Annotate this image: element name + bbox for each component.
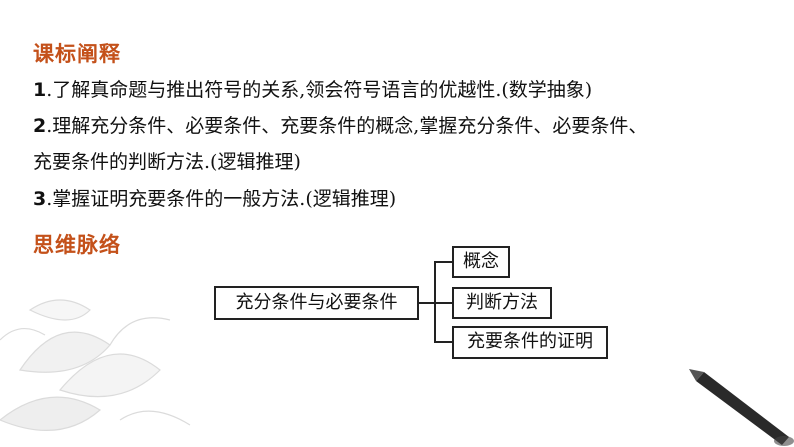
connector-branch-2 — [434, 302, 452, 304]
objective-text: .掌握证明充要条件的一般方法.(逻辑推理) — [46, 188, 397, 210]
section-title-standards: 课标阐释 — [33, 42, 121, 66]
mindmap-node-concept: 概念 — [452, 246, 510, 278]
objective-number: 2 — [33, 115, 47, 137]
objective-text: .理解充分条件、必要条件、充要条件的概念,掌握充分条件、必要条件、 — [46, 115, 648, 137]
connector-root — [419, 302, 435, 304]
mindmap-node-judgment-method: 判断方法 — [452, 287, 552, 319]
mindmap-node-proof: 充要条件的证明 — [452, 326, 608, 359]
objective-3: 3.掌握证明充要条件的一般方法.(逻辑推理) — [33, 181, 783, 217]
objective-2-continued: 充要条件的判断方法.(逻辑推理) — [33, 144, 783, 180]
objective-number: 3 — [33, 188, 47, 210]
objective-number: 1 — [33, 79, 47, 101]
objective-2: 2.理解充分条件、必要条件、充要条件的概念,掌握充分条件、必要条件、 — [33, 108, 783, 144]
section-title-mindmap: 思维脉络 — [33, 233, 121, 257]
connector-branch-1 — [434, 261, 452, 263]
objective-text: 充要条件的判断方法.(逻辑推理) — [33, 151, 301, 173]
lotus-decoration — [0, 299, 191, 431]
brush-decoration — [689, 369, 794, 446]
objective-1: 1.了解真命题与推出符号的关系,领会符号语言的优越性.(数学抽象) — [33, 72, 783, 108]
mindmap-root-node: 充分条件与必要条件 — [214, 286, 419, 320]
connector-branch-3 — [434, 341, 452, 343]
objective-text: .了解真命题与推出符号的关系,领会符号语言的优越性.(数学抽象) — [46, 79, 593, 101]
